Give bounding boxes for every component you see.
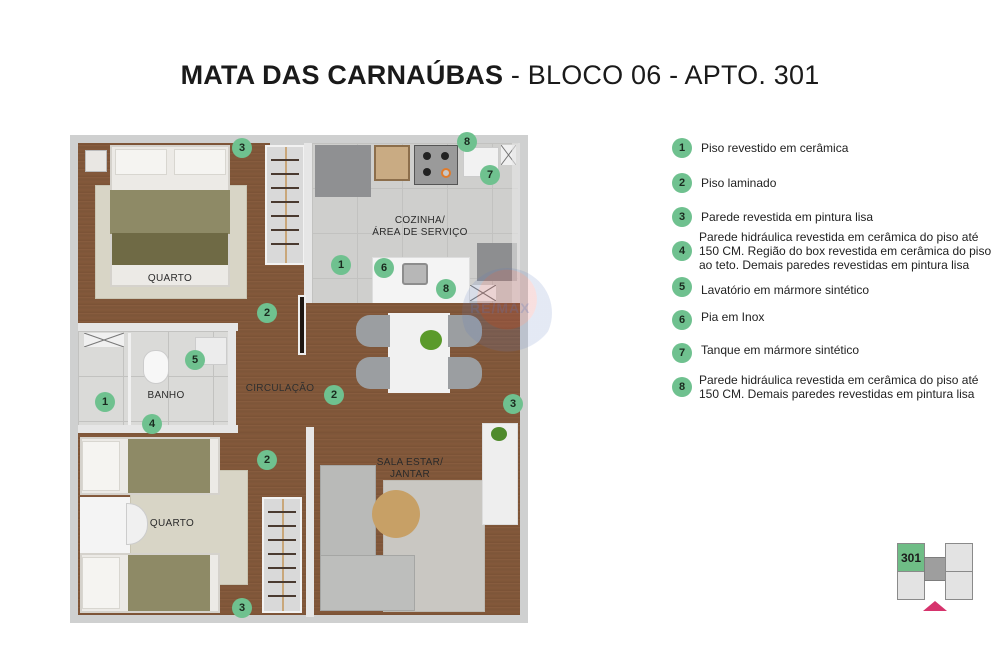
legend-item-3: 3 Parede revestida em pintura lisa [672,207,873,227]
legend-text: Piso revestido em cerâmica [701,141,849,155]
stove-icon [414,145,458,185]
room-label-banho: BANHO [147,390,185,401]
plan-badge-6: 6 [374,258,394,278]
watermark-logo [462,268,552,358]
wardrobe-2 [262,497,302,613]
keyplan-unit-301: 301 [897,543,925,572]
legend-text: Parede hidráulica revestida em cerâmica … [699,230,992,272]
legend-text: Parede revestida em pintura lisa [701,210,874,224]
plan-badge-8: 8 [457,132,477,152]
plant-icon [491,427,507,441]
plan-badge-1: 1 [95,392,115,412]
dining-table [388,313,450,393]
refrigerator [315,145,371,197]
pillow-icon [115,149,167,175]
bed-blanket [110,190,230,234]
legend-badge: 2 [672,173,692,193]
plan-badge-3: 3 [232,598,252,618]
legend-text: Parede hidráulica revestida em cerâmica … [699,373,979,401]
legend-badge: 7 [672,343,692,363]
page-title: MATA DAS CARNAÚBAS - BLOCO 06 - APTO. 30… [0,60,1000,91]
title-unit-info: - BLOCO 06 - APTO. 301 [503,60,820,90]
room-label-sala: SALA ESTAR/ JANTAR [376,457,444,480]
legend-item-7: 7 Tanque em mármore sintético [672,343,859,363]
keyplan-unit [945,571,973,600]
keyplan-core [924,557,946,581]
bed-blanket [128,439,210,493]
legend-badge: 1 [672,138,692,158]
nightstand [85,150,107,172]
plan-badge-4: 4 [142,414,162,434]
plan-badge-7: 7 [480,165,500,185]
keyplan-entrance-arrow-icon [923,601,947,611]
legend-text: Pia em Inox [701,310,765,324]
pillow-icon [82,441,120,491]
room-label-quarto-1: QUARTO [147,273,193,284]
legend-item-4: 4 Parede hidráulica revestida em cerâmic… [672,230,997,272]
legend-text: Piso laminado [701,176,777,190]
shaft-x-icon [470,285,496,301]
pillow-icon [174,149,226,175]
legend-item-2: 2 Piso laminado [672,173,776,193]
chair [448,357,482,389]
legend-badge: 8 [672,377,692,397]
interior-wall [306,427,314,617]
plan-badge-5: 5 [185,350,205,370]
interior-wall [512,143,520,383]
key-plan: 301 [897,543,973,613]
sofa-chaise [320,555,415,611]
legend-item-6: 6 Pia em Inox [672,310,764,330]
legend-text: Lavatório em mármore sintético [701,283,870,297]
interior-wall [78,323,238,331]
keyplan-unit [945,543,973,572]
plan-badge-2: 2 [257,303,277,323]
plan-badge-8: 8 [436,279,456,299]
interior-wall [298,295,306,355]
plant-icon [420,330,442,350]
title-development-name: MATA DAS CARNAÚBAS [180,60,504,90]
plan-badge-3: 3 [232,138,252,158]
desk [80,497,130,553]
legend-item-1: 1 Piso revestido em cerâmica [672,138,848,158]
plan-badge-3: 3 [503,394,523,414]
room-label-quarto-2: QUARTO [149,518,195,529]
wardrobe-1 [265,145,305,265]
interior-wall [304,143,312,359]
legend-text: Tanque em mármore sintético [701,343,860,357]
interior-wall [228,323,236,433]
cabinet [374,145,410,181]
room-label-cozinha: COZINHA/ ÁREA DE SERVIÇO [372,215,468,238]
pillow-icon [82,557,120,609]
plan-badge-2: 2 [257,450,277,470]
room-label-circulacao: CIRCULAÇÃO [245,383,315,394]
keyplan-unit [897,571,925,600]
box-divider [128,333,131,425]
legend-item-5: 5 Lavatório em mármore sintético [672,277,869,297]
toilet-icon [143,350,169,384]
shaft-x-icon [84,333,124,347]
chair [448,315,482,347]
bed-throw [112,233,228,265]
chair [356,315,390,347]
legend-badge: 5 [672,277,692,297]
plan-badge-1: 1 [331,255,351,275]
sink-icon [402,263,428,285]
legend-badge: 3 [672,207,692,227]
chair [356,357,390,389]
legend-badge: 6 [672,310,692,330]
legend-item-8: 8 Parede hidráulica revestida em cerâmic… [672,373,997,401]
floor-plan: QUARTO COZINHA/ ÁREA DE SERVIÇO CIRCULAÇ… [70,132,528,623]
coffee-table [372,490,420,538]
washing-machine [477,243,517,281]
legend-badge: 4 [672,241,692,261]
watermark-text: RE/MAX [470,300,531,316]
plan-badge-2: 2 [324,385,344,405]
bed-blanket [128,555,210,611]
